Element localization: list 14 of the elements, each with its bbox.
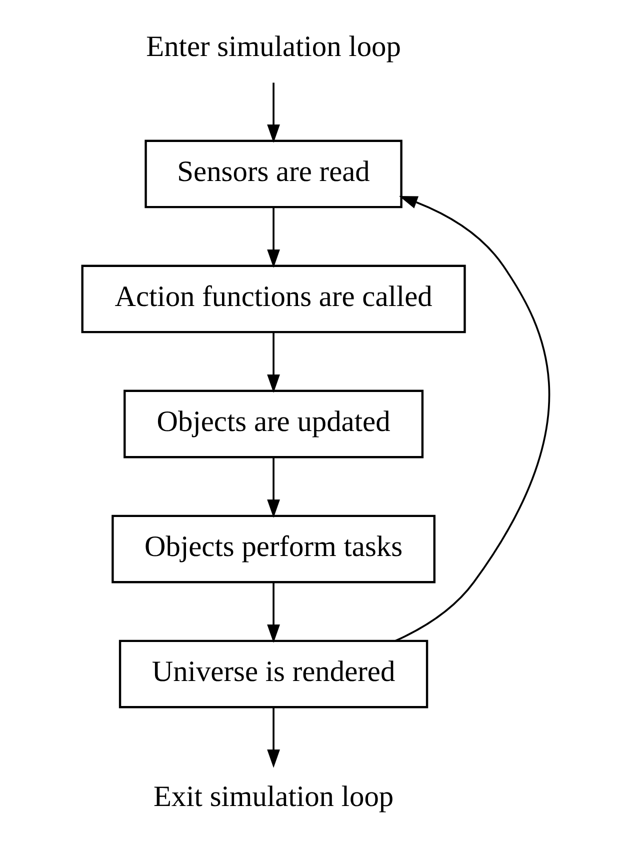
node-box: Objects are updated bbox=[124, 390, 424, 458]
arrow bbox=[267, 208, 280, 268]
node-box: Objects perform tasks bbox=[112, 514, 436, 584]
node-text: Enter simulation loop bbox=[146, 30, 401, 63]
arrow bbox=[267, 82, 280, 143]
node-box: Sensors are read bbox=[144, 140, 402, 208]
arrow bbox=[395, 196, 550, 642]
arrow bbox=[267, 458, 280, 518]
node-box: Universe is rendered bbox=[118, 640, 428, 708]
arrow bbox=[267, 582, 280, 643]
node-text: Exit simulation loop bbox=[153, 781, 394, 814]
arrow bbox=[267, 708, 280, 768]
node-box: Action functions are called bbox=[81, 264, 466, 334]
arrow bbox=[267, 332, 280, 393]
